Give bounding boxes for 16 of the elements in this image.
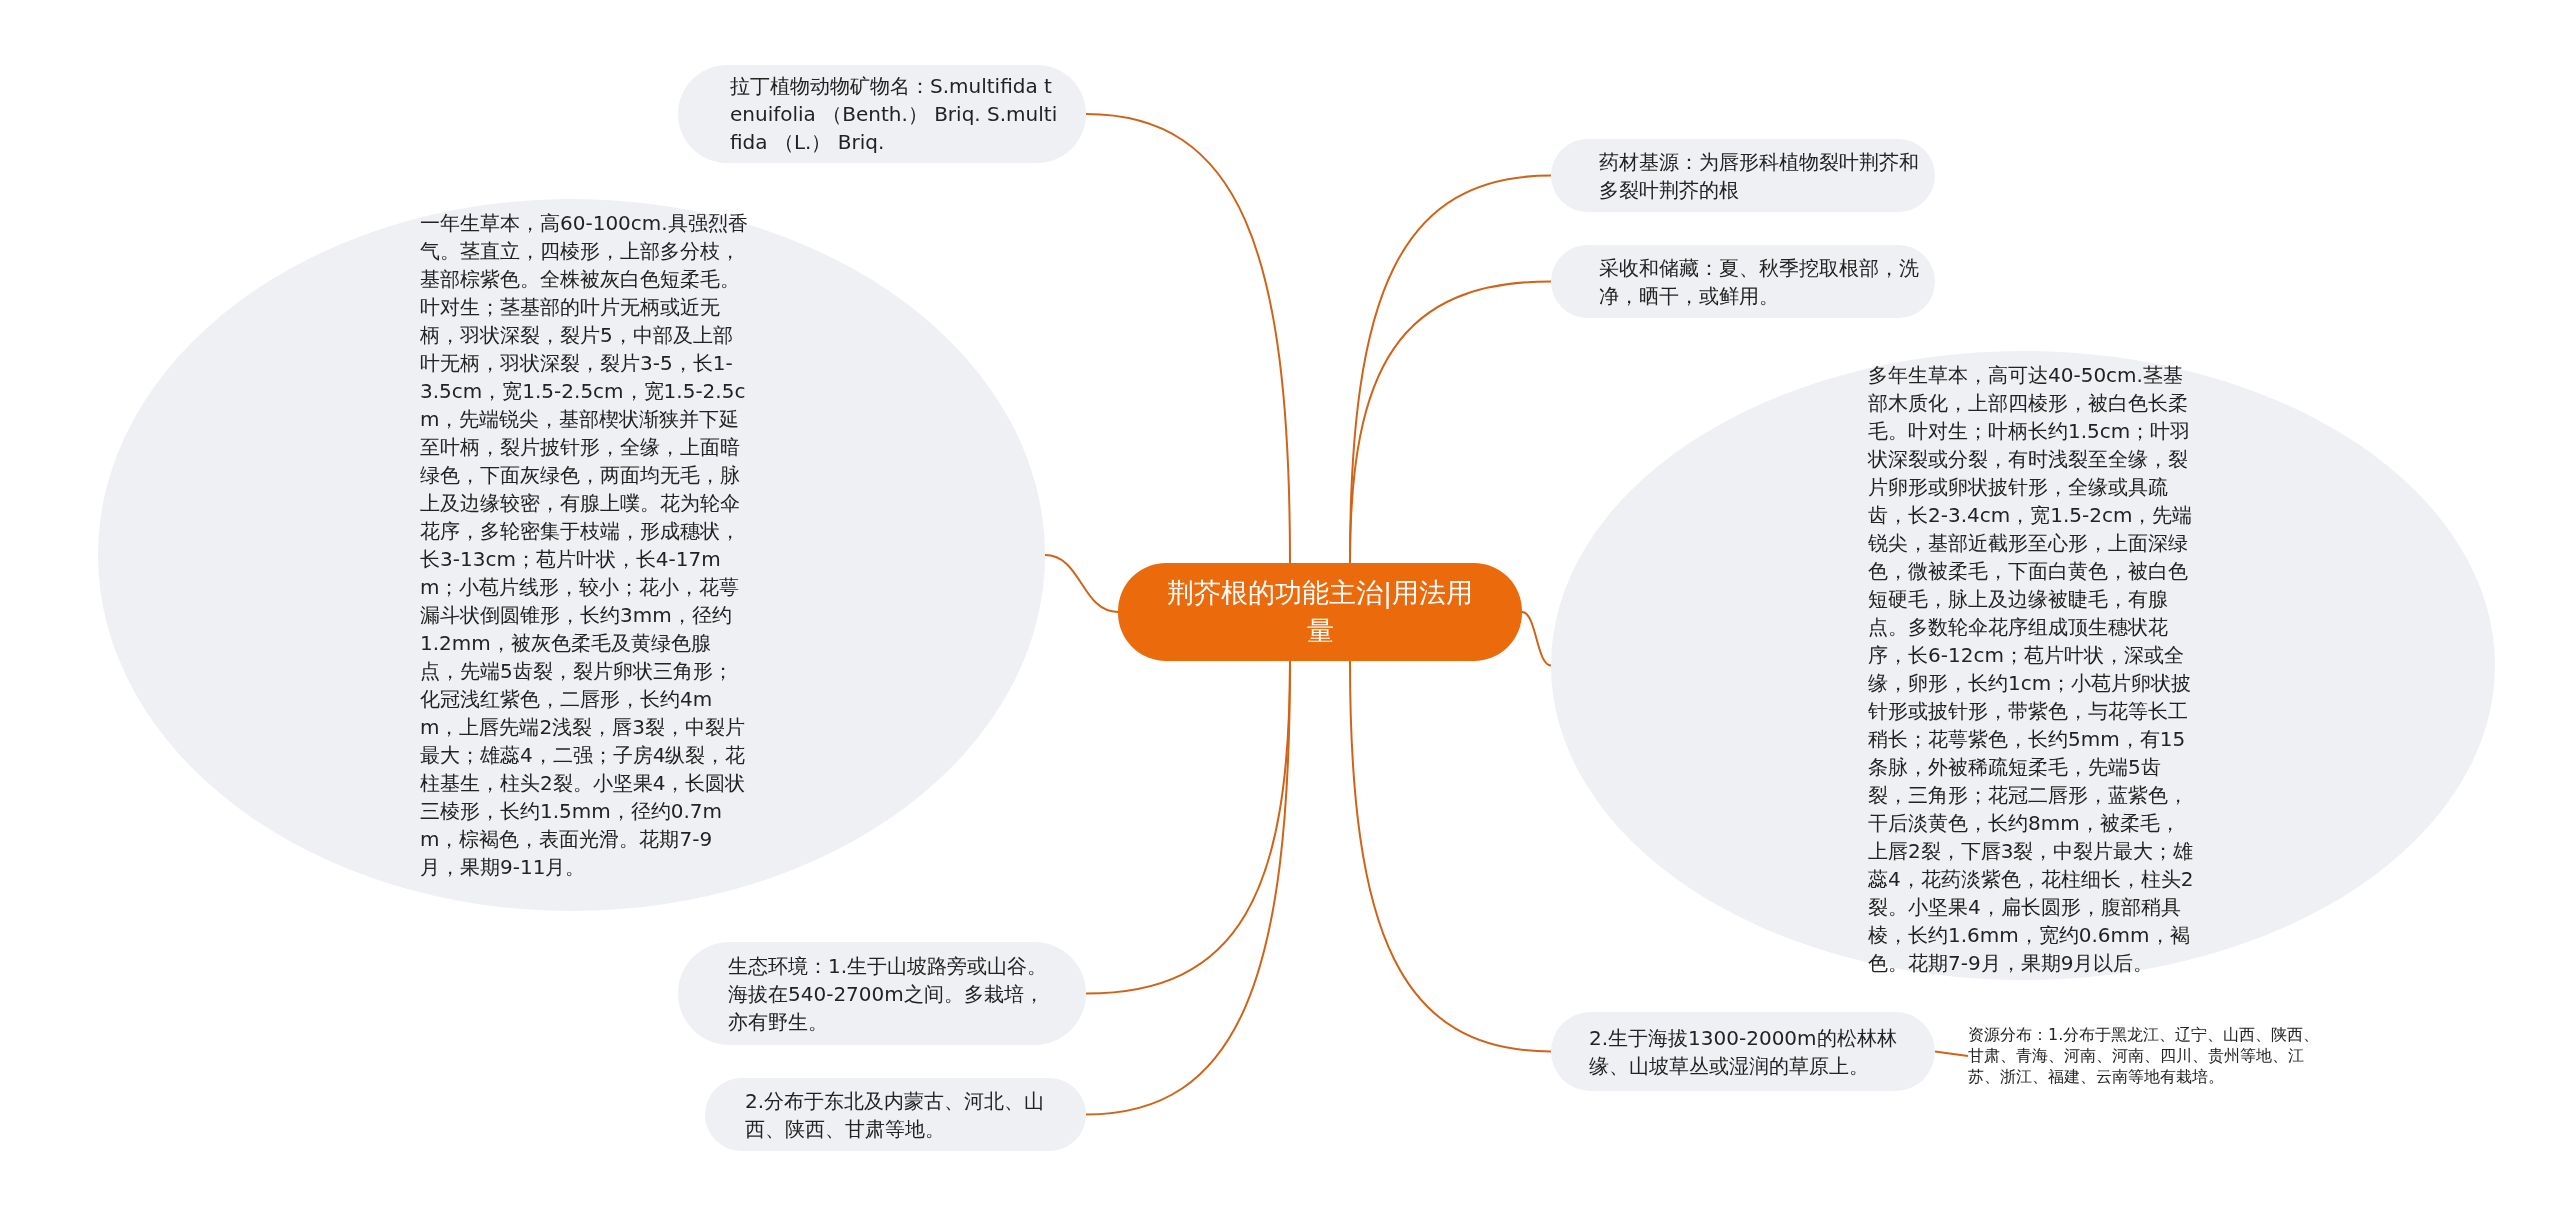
topic-title: 荆芥根的功能主治|用法用量 — [1165, 576, 1475, 648]
connector-line — [1349, 660, 1552, 1053]
node-text: 拉丁植物动物矿物名：S.multifida tenuifolia （Benth.） Briq. S.multifida （L.） Briq. — [730, 73, 1059, 156]
connector-line — [1934, 1050, 1969, 1057]
node-text: 2.生于海拔1300-2000m的松林林缘、山坡草丛或湿润的草原上。 — [1589, 1024, 1898, 1080]
connector-line — [1521, 611, 1552, 667]
connector-line — [1044, 554, 1119, 613]
node-text: 采收和储藏：夏、秋季挖取根部，洗净，晒干，或鲜用。 — [1599, 254, 1919, 310]
node-text: 多年生草本，高可达40-50cm.茎基部木质化，上部四棱形，被白色长柔毛。叶对生；叶柄长约1.5cm；叶羽状深裂或分裂，有时浅裂至全缘，裂片卵形或卵状披针形，全缘或具疏齿，长2-3.4cm，宽1.5-2cm，先端锐尖，基部近截形至心形，上面深绿色，微被柔毛，下面白黄色，被白色短硬毛，脉上及边缘被睫毛，有腺点。多数轮伞花序组成顶生穗状花序，长6-12cm；苞片叶状，深或全缘，卵形，长约1cm；小苞片卵状披针形或披针形，带紫色，与花等长工稍长；花萼紫色，长约5mm，有15条脉，外被稀疏短柔毛，先端5齿裂，三角形；花冠二唇形，蓝紫色，干后淡黄色，长约8mm，被柔毛，上唇2裂，下唇3裂，中裂片最大；雄蕊4，花药淡紫色，花柱细长，柱头2裂。小坚果4，扁长圆形，腹部稍具棱，长约1.6mm，宽约0.6mm，褐色。花期7-9月，果期9月以后。 — [1868, 362, 2195, 977]
connector-line — [1085, 660, 1291, 1116]
note-text: 资源分布：1.分布于黑龙江、辽宁、山西、陕西、甘肃、青海、河南、河南、四川、贵州等地、江苏、浙江、福建、云南等地有栽培。 — [1968, 1024, 2324, 1088]
node-text: 生态环境：1.生于山坡路旁或山谷。海拔在540-2700m之间。多栽培，亦有野生。 — [728, 952, 1049, 1036]
connector-line — [1085, 113, 1291, 564]
node-text: 2.分布于东北及内蒙古、河北、山西、陕西、甘肃等地。 — [745, 1087, 1046, 1143]
node-text: 一年生草本，高60-100cm.具强烈香气。茎直立，四棱形，上部多分枝，基部棕紫色。全株被灰白色短柔毛。叶对生；茎基部的叶片无柄或近无柄，羽状深裂，裂片5，中部及上部叶无柄，羽状深裂，裂片3-5，长1-3.5cm，宽1.5-2.5cm，宽1.5-2.5cm，先端锐尖，基部楔状渐狭并下延至叶柄，裂片披针形，全缘，上面暗绿色，下面灰绿色，两面均无毛，脉上及边缘较密，有腺上噗。花为轮伞花序，多轮密集于枝端，形成穗状，长3-13cm；苞片叶状，长4-17mm；小苞片线形，较小；花小，花萼漏斗状倒圆锥形，长约3mm，径约1.2mm，被灰色柔毛及黄绿色腺点，先端5齿裂，裂片卵状三角形；化冠浅红紫色，二唇形，长约4mm，上唇先端2浅裂，唇3裂，中裂片最大；雄蕊4，二强；子房4纵裂，花柱基生，柱头2裂。小坚果4，长圆状三棱形，长约1.5mm，径约0.7mm，棕褐色，表面光滑。花期7-9月，果期9-11月。 — [420, 210, 749, 881]
node-text: 药材基源：为唇形科植物裂叶荆芥和多裂叶荆芥的根 — [1599, 148, 1919, 204]
